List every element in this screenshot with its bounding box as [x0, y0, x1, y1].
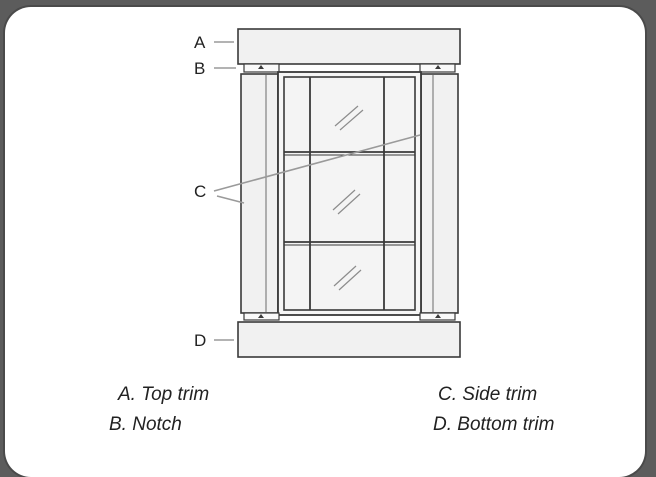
- label-c: C: [194, 182, 207, 201]
- figure: A B C D A. Top trim B. Notch C. Side tri…: [5, 7, 645, 477]
- caption-side-trim: C. Side trim: [438, 384, 538, 405]
- caption-top-trim: A. Top trim: [118, 384, 210, 405]
- leader-lines: [213, 41, 421, 341]
- side-trim-right: [420, 73, 459, 314]
- caption-bottom-trim: D. Bottom trim: [433, 414, 555, 435]
- caption-notch: B. Notch: [109, 414, 182, 435]
- label-b: B: [194, 59, 206, 78]
- window-sash: [283, 76, 416, 311]
- side-trim-left: [240, 73, 279, 314]
- bottom-trim: [237, 321, 461, 358]
- window-trim-diagram: [213, 28, 461, 358]
- label-a: A: [194, 33, 206, 52]
- top-notch-arrows: [258, 65, 441, 69]
- leader-c-left: [216, 195, 245, 204]
- glass-reflections: [332, 105, 364, 291]
- top-trim: [237, 28, 461, 65]
- leader-c-right: [213, 134, 421, 192]
- label-d: D: [194, 331, 207, 350]
